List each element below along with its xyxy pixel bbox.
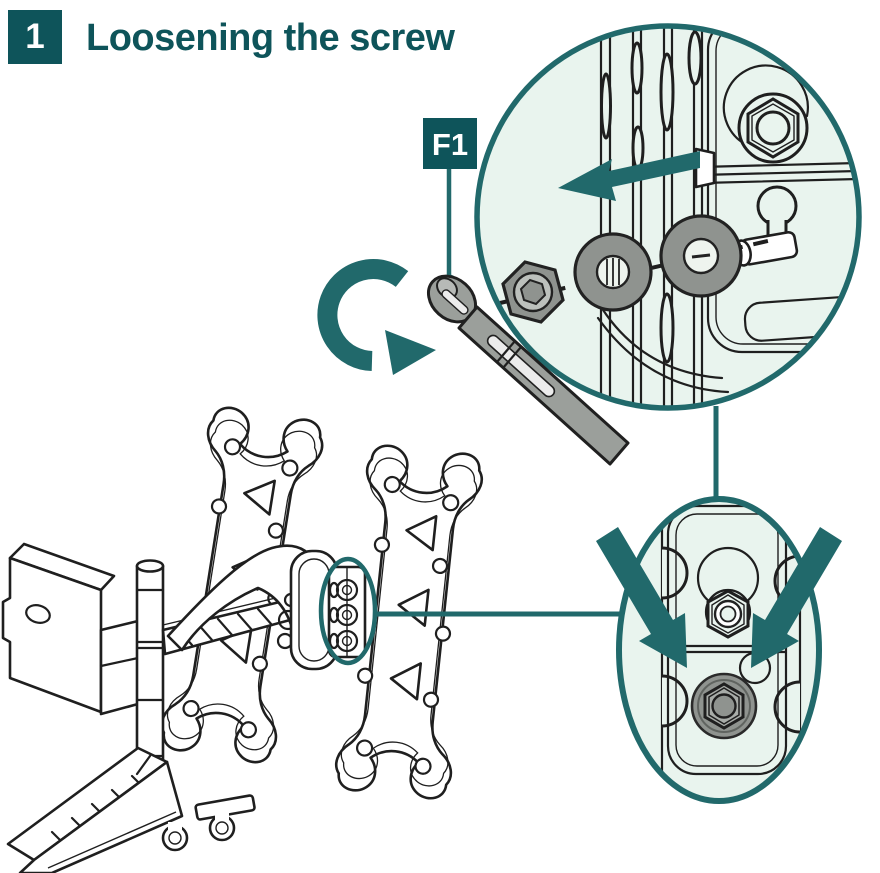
upper-screw [696, 546, 760, 639]
screw-location-detail-oval [596, 496, 842, 804]
tool-label-box [423, 118, 477, 169]
bracket-edge-lines [599, 26, 704, 408]
washer-rear [659, 214, 743, 298]
bracket-back-plate [596, 26, 859, 394]
tool-callout: F1 [423, 118, 477, 292]
lower-arm [6, 746, 256, 873]
step-number: 1 [25, 17, 45, 56]
screw-removal-detail-circle [474, 23, 862, 411]
bracket-screw [328, 629, 359, 653]
allen-key-tool [426, 274, 630, 466]
wall-mount-illustration [1, 403, 486, 873]
hex-nut [501, 260, 565, 324]
cable-clip [208, 812, 236, 842]
slide-left-arrow-icon [558, 151, 700, 201]
step-number-badge: 1 [8, 10, 62, 64]
bracket-screw [328, 578, 359, 602]
step-title: Loosening the screw [86, 16, 455, 59]
detail-oval-border [616, 496, 822, 804]
bracket-screw [328, 603, 359, 627]
screws-highlight-oval [318, 556, 378, 666]
washer-front [573, 232, 653, 312]
detail-circle-border [474, 23, 862, 411]
press-down-right-arrow-icon [751, 527, 842, 668]
wall-plate [1, 542, 140, 716]
press-down-left-arrow-icon [596, 527, 687, 668]
upper-arm-truss [161, 594, 292, 656]
step-header: 1 Loosening the screw [0, 0, 455, 64]
tool-label: F1 [432, 127, 468, 162]
screw-plate [327, 565, 367, 659]
rotate-counterclockwise-icon [317, 259, 436, 375]
cable-clip [161, 822, 189, 852]
lower-screw-highlighted [690, 651, 772, 740]
